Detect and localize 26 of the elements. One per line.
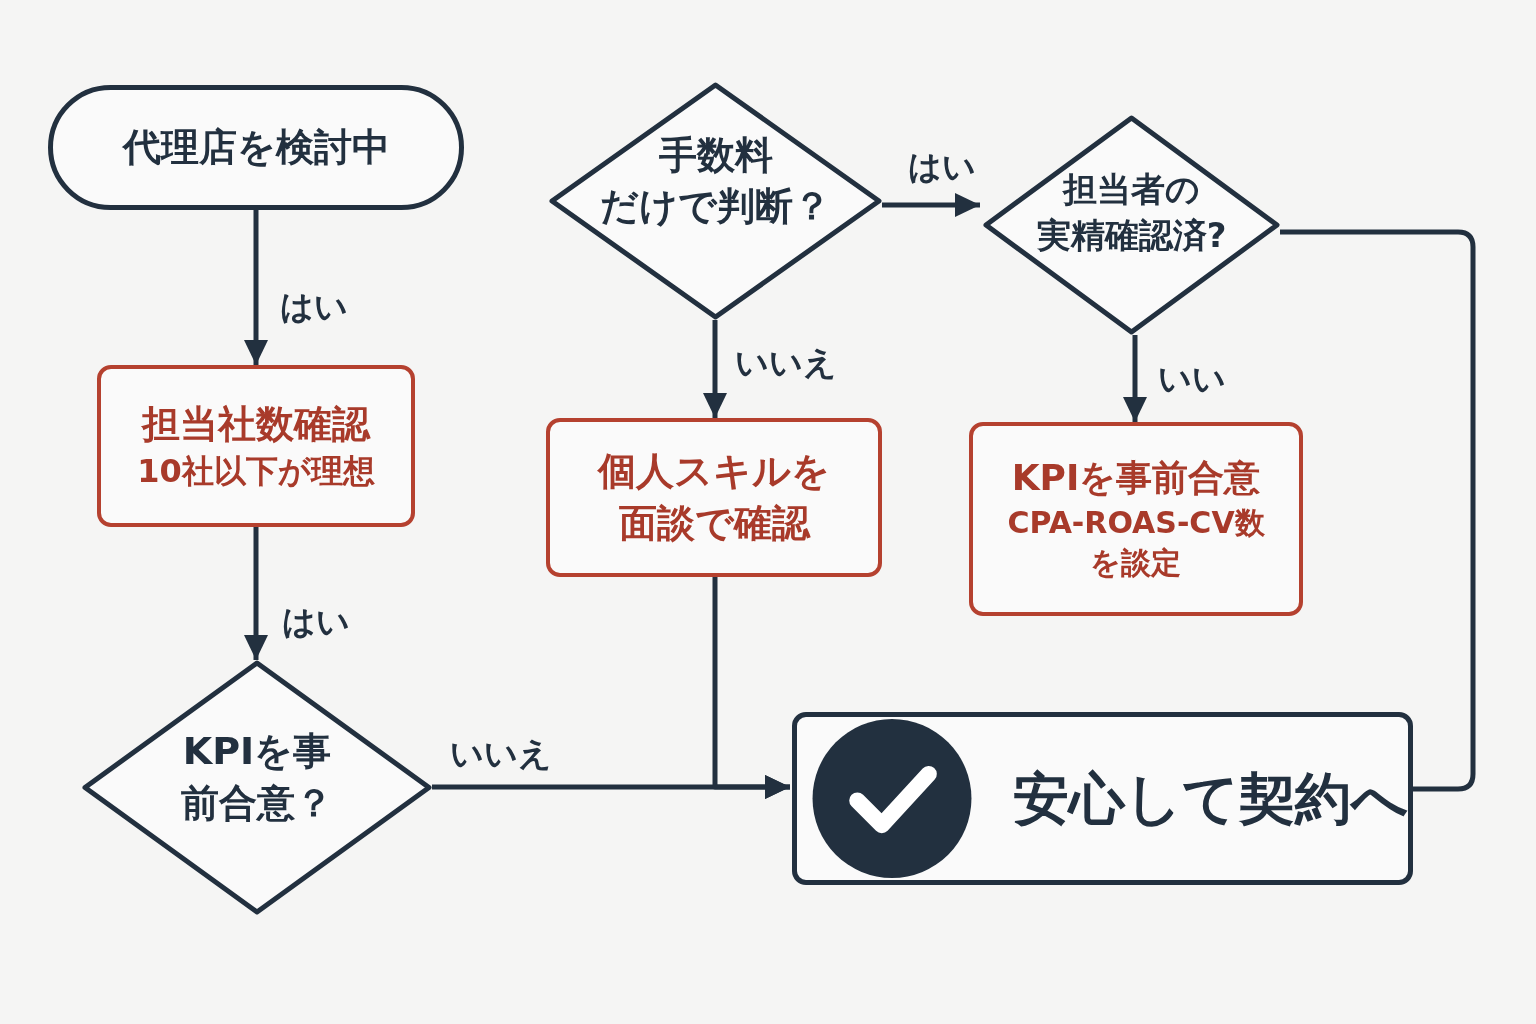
node-text: 個人スキルを面談で確認 [598, 448, 830, 547]
edge-label: いいえ [450, 737, 552, 770]
node-text: 担当者の実精確認済? [1036, 168, 1227, 257]
decision-diamond [82, 660, 432, 915]
node-text: KPIを事前合意？ [181, 728, 333, 827]
end-box [792, 712, 1413, 885]
process-box [969, 422, 1303, 616]
process-box [97, 365, 415, 527]
process-box [546, 418, 882, 577]
node-text: 担当社数確認 [142, 400, 370, 448]
arrow [882, 193, 980, 217]
arrow [1123, 335, 1147, 422]
connector-line [1280, 229, 1476, 792]
arrow [244, 210, 268, 365]
node-text: 代理店を検討中 [122, 123, 390, 171]
node-text: 手数料だけで判断？ [600, 131, 831, 230]
edge-label: いいえ [735, 346, 837, 379]
decision-diamond [983, 115, 1280, 335]
node-text: KPIを事前合意 [1011, 456, 1261, 501]
arrow [244, 527, 268, 660]
arrow [703, 320, 727, 418]
node-text: 安心して契約へ [1013, 764, 1408, 833]
node-text: CPA-ROAS-CV数を談定 [1007, 503, 1265, 583]
node-text: 10社以下が理想 [137, 451, 375, 493]
arrow [712, 577, 790, 799]
decision-diamond [549, 82, 882, 320]
